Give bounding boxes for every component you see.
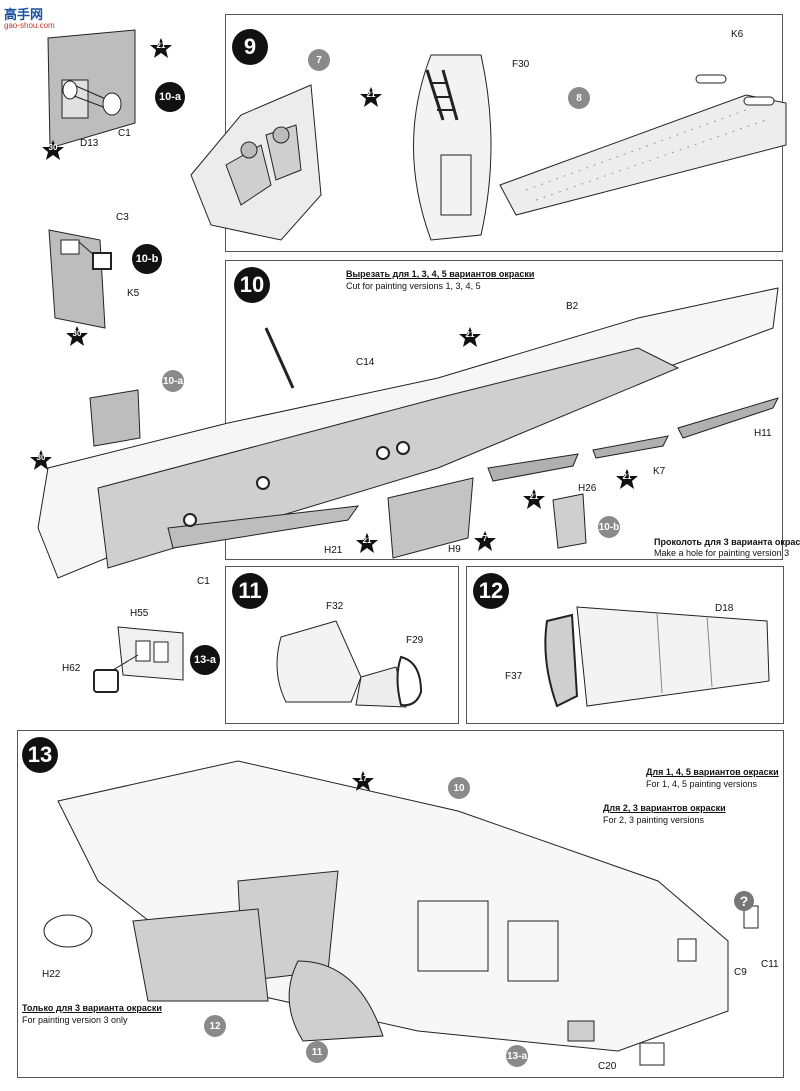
paint-number: 30 xyxy=(48,143,58,152)
note-v3-en: For painting version 3 only xyxy=(22,1015,128,1025)
part-H9-label: H9 xyxy=(448,544,461,555)
paint-21-star-10c: 21 xyxy=(523,489,545,509)
paint-number: 21 xyxy=(362,536,372,545)
paint-30-star-2: 30 xyxy=(66,326,88,346)
paint-number: 7 xyxy=(482,534,488,543)
paint-21-star-10b: 21 xyxy=(616,469,638,489)
part-C20-label: C20 xyxy=(598,1061,617,1072)
part-H26-label: H26 xyxy=(578,483,597,494)
part-C11-label: C11 xyxy=(761,959,779,970)
paint-number: 21 xyxy=(366,90,376,99)
part-F29-label: F29 xyxy=(406,635,424,646)
step-13-badge: 13 xyxy=(22,737,58,773)
part-H11-label: H11 xyxy=(754,428,772,439)
fuselage-drawing-10 xyxy=(37,287,779,579)
part-B2-label: B2 xyxy=(566,301,579,312)
ref-8-circle: 8 xyxy=(568,87,590,109)
part-D18-label: D18 xyxy=(715,603,734,614)
ref-13a-circle: 13-a xyxy=(506,1045,528,1067)
ref-10a-circle: 10-a xyxy=(162,370,184,392)
site-watermark: 高手网 gao-shou.com xyxy=(4,4,55,30)
note-v145-ru: Для 1, 4, 5 вариантов окраски xyxy=(646,767,779,777)
ref-7-circle: 7 xyxy=(308,49,330,71)
paint-17-star: 17 xyxy=(352,771,374,791)
note-cut-ru: Вырезать для 1, 3, 4, 5 вариантов окраск… xyxy=(346,269,535,279)
step-13-panel: 13 17 10 Для 1, 4, 5 вариантов окраски F… xyxy=(17,730,784,1078)
part-D13-label: D13 xyxy=(80,138,99,149)
bulkhead-drawing xyxy=(413,54,492,241)
step-9-panel: 9 7 21 F30 8 K6 xyxy=(190,14,787,252)
part-10a-drawing xyxy=(47,29,136,149)
step-10b-badge: 10-b xyxy=(132,244,162,274)
note-v23-en: For 2, 3 painting versions xyxy=(603,815,705,825)
part-H22-label: H22 xyxy=(42,969,61,980)
paint-number: 21 xyxy=(465,330,475,339)
part-C3-label: C3 xyxy=(116,212,129,223)
part-K6-label: K6 xyxy=(731,29,744,40)
part-C14-label: C14 xyxy=(356,357,375,368)
watermark-url: gao-shou.com xyxy=(4,21,55,30)
paint-21-star-10a: 21 xyxy=(459,327,481,347)
step-11-panel: 11 F32 F29 xyxy=(225,566,459,724)
step-13a-badge: 13-a xyxy=(190,645,220,675)
part-K7-label: K7 xyxy=(653,466,666,477)
paint-number: 30 xyxy=(36,453,46,462)
ref-12-circle: 12 xyxy=(204,1015,226,1037)
part-H55-label: H55 xyxy=(130,608,149,619)
part-H62-label: H62 xyxy=(62,663,81,674)
note-v23-ru: Для 2, 3 вариантов окраски xyxy=(603,803,726,813)
step-9-badge: 9 xyxy=(232,29,268,65)
part-C1-label-10: C1 xyxy=(197,576,210,587)
part-F30-label: F30 xyxy=(512,59,530,70)
paint-number: 30 xyxy=(72,329,82,338)
part-H21-label: H21 xyxy=(324,545,343,556)
paint-21-star: 21 xyxy=(150,38,172,58)
note-v3-ru: Только для 3 варианта окраски xyxy=(22,1003,162,1013)
cockpit-drawing xyxy=(190,84,322,241)
watermark-title: 高手网 xyxy=(4,8,44,23)
nose-cone-drawing xyxy=(276,620,423,708)
ref-10-circle: 10 xyxy=(448,777,470,799)
step-11-badge: 11 xyxy=(232,573,268,609)
paint-21-star-10d: 21 xyxy=(356,533,378,553)
part-K5-label: K5 xyxy=(127,288,140,299)
part-C9-label: C9 xyxy=(734,967,747,978)
note-hole-en: Make a hole for painting version 3 xyxy=(654,548,790,558)
complete-fuselage-drawing xyxy=(43,760,759,1066)
paint-number: 21 xyxy=(156,41,166,50)
ref-10b-circle: 10-b xyxy=(598,516,620,538)
part-F37-label: F37 xyxy=(505,671,523,682)
step-12-badge: 12 xyxy=(473,573,509,609)
paint-number: 17 xyxy=(358,774,368,783)
note-cut-en: Cut for painting versions 1, 3, 4, 5 xyxy=(346,281,481,291)
paint-30-star-10: 30 xyxy=(30,450,52,470)
step-12-panel: 12 D18 F37 xyxy=(466,566,784,724)
note-v145-en: For 1, 4, 5 painting versions xyxy=(646,779,758,789)
part-10b-drawing xyxy=(48,229,112,329)
step-10-badge: 10 xyxy=(234,267,270,303)
note-hole-ru: Проколоть для 3 варианта окраски xyxy=(654,537,800,547)
paint-number: 21 xyxy=(622,472,632,481)
question-mark-icon: ? xyxy=(734,891,754,911)
paint-number: 21 xyxy=(529,492,539,501)
paint-21-star-9: 21 xyxy=(360,87,382,107)
part-C1-label: C1 xyxy=(118,128,131,139)
paint-30-star: 30 xyxy=(42,140,64,160)
paint-7-star: 7 xyxy=(474,531,496,551)
floor-panel-drawing xyxy=(499,74,787,216)
step-10a-badge: 10-a xyxy=(155,82,185,112)
part-F32-label: F32 xyxy=(326,601,344,612)
part-13a-drawing xyxy=(93,626,184,693)
rear-fuselage-drawing xyxy=(544,606,770,708)
ref-11-circle: 11 xyxy=(306,1041,328,1063)
